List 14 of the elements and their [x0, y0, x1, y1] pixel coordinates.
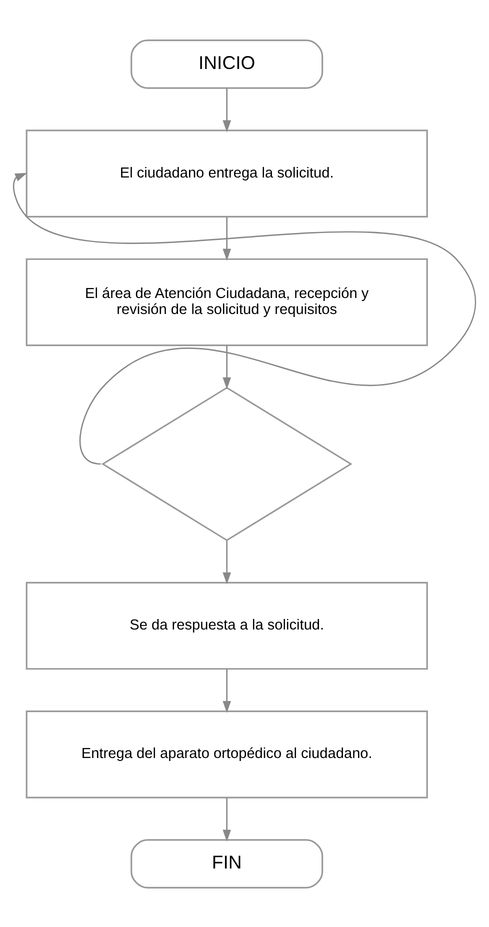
node-box: FIN [130, 838, 324, 888]
arrow [222, 344, 232, 389]
arrow [222, 668, 232, 712]
arrow [222, 216, 232, 260]
node-box: El ciudadano entrega la solicitud. [26, 129, 428, 217]
arrow [222, 540, 232, 584]
arrow [13, 172, 476, 464]
node-diamond [101, 386, 352, 541]
node-box: Entrega del aparato ortopédico al ciudadano. [26, 710, 428, 798]
node-box: Se da respuesta a la solicitud. [26, 581, 428, 670]
arrow [222, 797, 232, 842]
node-box: INICIO [130, 39, 324, 88]
node-box: El área de Atención Ciudadana, recepción y revisión de la solicitud y requisitos [26, 258, 428, 346]
arrow [222, 88, 232, 132]
